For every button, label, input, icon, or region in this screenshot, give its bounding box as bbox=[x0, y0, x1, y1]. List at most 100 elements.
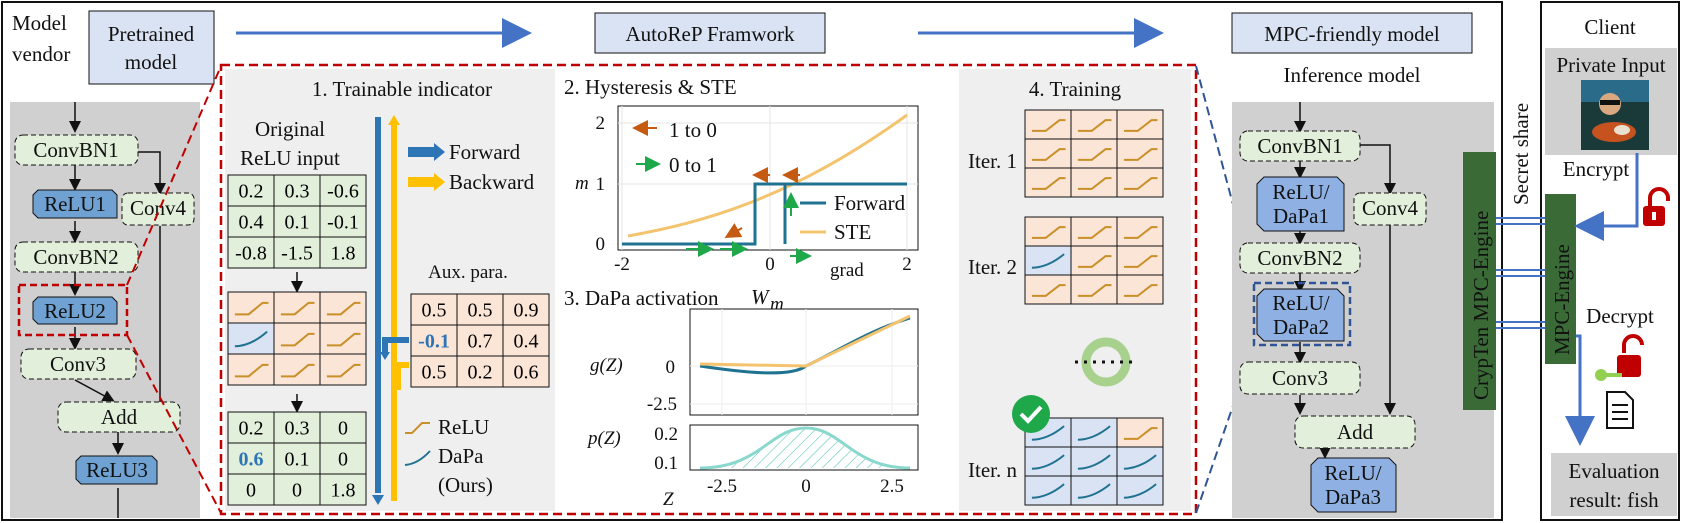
relu-glyph bbox=[1031, 119, 1066, 132]
encrypt-label: Encrypt bbox=[1563, 157, 1630, 181]
svg-text:1: 1 bbox=[596, 174, 606, 195]
svg-text:ReLU/: ReLU/ bbox=[1324, 461, 1381, 485]
node-conv3 bbox=[20, 348, 137, 380]
node-add bbox=[57, 401, 181, 433]
svg-text:ConvBN1: ConvBN1 bbox=[33, 138, 118, 162]
forward-bar bbox=[375, 117, 381, 493]
svg-text:grad: grad bbox=[830, 260, 864, 281]
svg-text:ReLU/: ReLU/ bbox=[1272, 291, 1329, 315]
lock-icon bbox=[1643, 187, 1670, 226]
relu-glyph bbox=[1031, 226, 1066, 239]
svg-text:ConvBN2: ConvBN2 bbox=[33, 245, 118, 269]
matrix-cell: 0.2 bbox=[239, 417, 264, 439]
svg-text:Conv4: Conv4 bbox=[130, 196, 187, 220]
relu-glyph bbox=[1077, 119, 1112, 132]
matrix-cell: -0.1 bbox=[418, 330, 450, 352]
svg-text:0: 0 bbox=[596, 234, 606, 255]
svg-text:ReLU3: ReLU3 bbox=[86, 458, 148, 482]
relu-glyph bbox=[1077, 255, 1112, 268]
svg-text:DaPa2: DaPa2 bbox=[1273, 315, 1329, 339]
mpc-engine-bar bbox=[1545, 194, 1576, 364]
relu-glyph bbox=[1031, 148, 1066, 161]
svg-text:0 to 1: 0 to 1 bbox=[669, 153, 717, 177]
legend-backward: Backward bbox=[449, 170, 535, 194]
relu-glyph bbox=[280, 301, 315, 316]
panel1-title: 1. Trainable indicator bbox=[312, 77, 492, 101]
svg-text:2: 2 bbox=[902, 254, 912, 275]
svg-text:Z: Z bbox=[663, 489, 674, 510]
private-input-image bbox=[1581, 80, 1649, 150]
result-label: Evaluation bbox=[1569, 459, 1660, 483]
svg-text:p(Z): p(Z) bbox=[586, 428, 621, 449]
framework-title: AutoReP Framwork bbox=[626, 22, 795, 46]
relu-glyph bbox=[1123, 226, 1158, 239]
matrix-cell: 0.9 bbox=[514, 299, 539, 321]
relu-glyph bbox=[1077, 284, 1112, 297]
crypten-engine-bar bbox=[1463, 152, 1496, 410]
model-vendor-label: Model bbox=[12, 11, 67, 35]
rnode-relu-dapa1 bbox=[1256, 176, 1345, 232]
svg-text:Conv4: Conv4 bbox=[1362, 196, 1419, 220]
dapa-glyph bbox=[1031, 454, 1065, 470]
svg-text:DaPa1: DaPa1 bbox=[1273, 204, 1329, 228]
svg-text:0.1: 0.1 bbox=[654, 453, 678, 474]
dapa-glyph bbox=[1031, 483, 1065, 499]
dapa-glyph bbox=[1123, 454, 1157, 470]
relu-glyph bbox=[280, 332, 315, 347]
loop-icon bbox=[1075, 337, 1135, 387]
matrix-cell: -0.6 bbox=[327, 180, 359, 202]
rnode-conv3 bbox=[1239, 361, 1361, 395]
aux-label: Aux. para. bbox=[428, 262, 508, 283]
node-relu1 bbox=[32, 189, 118, 219]
iter-2-grid bbox=[1024, 216, 1164, 305]
dapa-glyph bbox=[1031, 253, 1065, 269]
node-relu3 bbox=[75, 455, 158, 485]
iter-n-grid bbox=[1024, 417, 1164, 506]
dapa-glyph bbox=[1031, 425, 1065, 441]
svg-text:Add: Add bbox=[101, 405, 138, 429]
matrix-cell: 0.2 bbox=[468, 361, 493, 383]
check-icon bbox=[1012, 395, 1050, 433]
pretrained-label-2: model bbox=[125, 50, 178, 74]
result-panel bbox=[1551, 453, 1677, 516]
matrix-cell: 1.8 bbox=[331, 479, 356, 501]
relu-glyph bbox=[326, 332, 361, 347]
matrix-cell: 0 bbox=[292, 479, 302, 501]
hysteresis-plot: 2 1 0 m -2 0 2 grad 1 to 0 0 to 1 Forwar… bbox=[575, 105, 919, 281]
relu-glyph bbox=[1077, 226, 1112, 239]
pretrained-label: Pretrained bbox=[108, 22, 195, 46]
framework-box bbox=[594, 12, 826, 54]
inference-model-label: Inference model bbox=[1283, 63, 1420, 87]
svg-text:ConvBN1: ConvBN1 bbox=[1257, 134, 1342, 158]
legend-dapa-glyph bbox=[404, 450, 431, 466]
matrix-cell: 0 bbox=[246, 479, 256, 501]
relu2-highlight bbox=[17, 283, 129, 337]
rnode-relu-dapa2 bbox=[1256, 288, 1345, 342]
secret-share-label: Secret share bbox=[1509, 103, 1533, 205]
relu-glyph bbox=[326, 363, 361, 378]
matrix-cell: 0 bbox=[338, 448, 348, 470]
framework-frame bbox=[219, 63, 1198, 516]
matrix-cell: -0.8 bbox=[235, 242, 267, 264]
svg-text:g(Z): g(Z) bbox=[590, 355, 623, 376]
svg-text:DaPa3: DaPa3 bbox=[1325, 485, 1381, 509]
iter-1-grid bbox=[1024, 109, 1164, 198]
matrix-cell: -0.1 bbox=[327, 211, 359, 233]
iter-2-label: Iter. 2 bbox=[968, 255, 1017, 279]
svg-text:(Ours): (Ours) bbox=[438, 473, 493, 497]
dapa-plot: g(Z) 0 -2.5 p(Z) 0.2 0.1 -2.5 0 2.5 Z bbox=[586, 308, 919, 510]
dapa-glyph bbox=[1123, 483, 1157, 499]
share-arrows bbox=[1496, 217, 1545, 329]
matrix-cell: 0.3 bbox=[285, 180, 310, 202]
matrix-cell: 0.4 bbox=[514, 330, 539, 352]
matrix-cell: 0.1 bbox=[285, 211, 310, 233]
relu-glyph bbox=[1123, 148, 1158, 161]
p-curve bbox=[699, 426, 911, 470]
svg-text:ReLU2: ReLU2 bbox=[44, 299, 106, 323]
g-relu-curve bbox=[699, 314, 911, 368]
svg-text:-2.5: -2.5 bbox=[647, 394, 677, 415]
svg-text:ReLU/: ReLU/ bbox=[1272, 180, 1329, 204]
indicator-matrix bbox=[227, 291, 367, 386]
